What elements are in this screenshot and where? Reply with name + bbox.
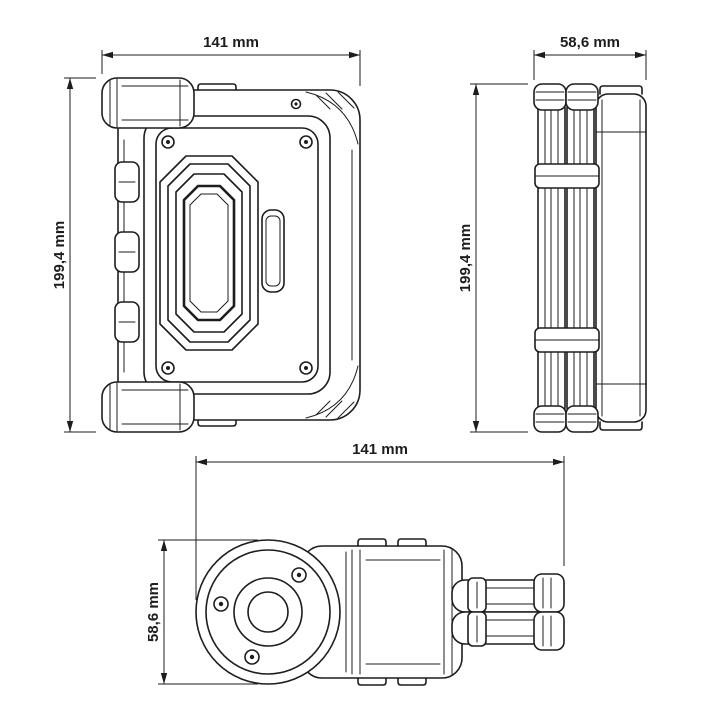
front-height-dimension: 199,4 mm <box>51 77 96 433</box>
front-handle-bottom <box>101 381 195 433</box>
side-width-dimension: 58,6 mm <box>533 34 647 80</box>
cap-bands <box>542 577 552 609</box>
lamp-head-screws <box>213 567 307 665</box>
power-button <box>261 209 285 293</box>
front-view <box>101 77 361 433</box>
front-width-label: 141 mm <box>203 34 259 51</box>
top-width-label: 141 mm <box>352 441 408 458</box>
side-body <box>595 93 647 423</box>
corner-grip-bottom-right <box>305 365 359 419</box>
tube-end-cap <box>533 611 565 651</box>
front-lens-plate <box>155 127 319 383</box>
top-body-tabs <box>357 538 427 547</box>
top-height-dimension: 58,6 mm <box>145 539 258 685</box>
cap-bands <box>535 413 565 423</box>
left-latches <box>114 161 140 343</box>
cap-bands <box>535 91 565 101</box>
side-tube-cap <box>565 405 599 433</box>
front-height-label: 199,4 mm <box>51 221 68 289</box>
tube-shading <box>469 587 553 637</box>
cap-bands <box>567 413 597 423</box>
top-vent-tab <box>197 83 237 91</box>
tube-end-cap <box>533 573 565 613</box>
top-width-dimension: 141 mm <box>195 441 565 600</box>
corner-grip-top-right <box>305 91 359 145</box>
side-body-top-cap <box>599 85 643 95</box>
cap-bands <box>567 91 597 101</box>
side-body-lines <box>595 99 647 417</box>
lamp-head-hub <box>233 577 303 647</box>
lamp-head-center <box>247 591 289 633</box>
side-body-foot <box>599 421 643 431</box>
tube-shading <box>544 101 559 415</box>
cap-bands <box>542 615 552 647</box>
front-inner-frame <box>143 115 331 395</box>
side-height-label: 199,4 mm <box>457 224 474 292</box>
corner-grip-texture <box>315 400 355 419</box>
side-view <box>533 83 647 433</box>
bottom-vent-tab <box>197 419 237 427</box>
front-body-outline <box>117 89 361 421</box>
front-width-dimension: 141 mm <box>101 34 361 86</box>
lamp-head-ring <box>205 549 331 675</box>
corner-grip-texture <box>315 91 355 110</box>
side-tube-cap <box>533 83 567 111</box>
tube-shading <box>573 101 588 415</box>
side-width-label: 58,6 mm <box>560 34 620 51</box>
front-lens <box>159 155 259 351</box>
top-body-tabs <box>357 677 427 686</box>
side-height-dimension: 199,4 mm <box>457 83 528 433</box>
power-button-inner <box>265 215 281 287</box>
lamp-head-outer <box>195 539 341 685</box>
side-tube-cap <box>533 405 567 433</box>
front-screws <box>142 98 313 375</box>
front-handle-top <box>101 77 195 129</box>
side-tube-cap <box>565 83 599 111</box>
top-height-label: 58,6 mm <box>145 582 162 642</box>
top-view <box>195 538 565 686</box>
top-body-lines <box>345 549 453 675</box>
dimensions: 141 mm 199,4 mm 58,6 mm 199,4 mm 141 mm <box>51 34 647 685</box>
